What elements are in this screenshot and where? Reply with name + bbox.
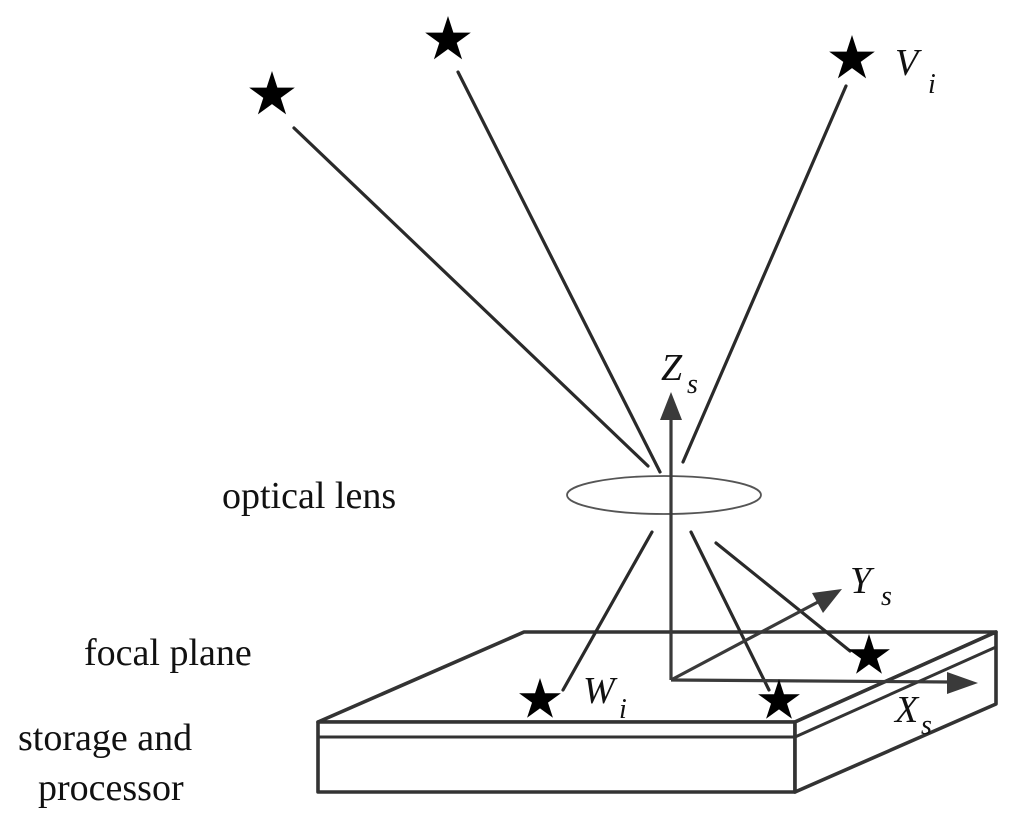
sensor-board bbox=[316, 630, 998, 794]
focal-plane-layer-line-side bbox=[794, 645, 997, 739]
z-s-subscript: s bbox=[687, 369, 698, 400]
y-s-subscript: s bbox=[881, 581, 892, 612]
celestial-stars bbox=[249, 16, 875, 115]
incoming-ray-1 bbox=[292, 126, 650, 468]
z-s-base: Z bbox=[661, 347, 683, 389]
x-axis-arrowhead bbox=[947, 672, 978, 694]
star-icon bbox=[829, 35, 875, 79]
x-s-base: X bbox=[893, 689, 920, 731]
w-i-base: W bbox=[583, 670, 618, 712]
optical-lens-label: optical lens bbox=[222, 475, 396, 517]
star-icon bbox=[425, 16, 471, 60]
x-s-label: X s bbox=[893, 689, 932, 741]
z-s-label: Z s bbox=[661, 347, 698, 400]
board-front-face bbox=[316, 720, 797, 794]
optical-lens bbox=[566, 475, 762, 515]
x-axis bbox=[670, 678, 951, 684]
incoming-ray-2 bbox=[456, 70, 662, 474]
image-stars bbox=[519, 634, 890, 719]
y-s-base: Y bbox=[850, 560, 875, 602]
outgoing-ray-3 bbox=[714, 541, 852, 653]
y-s-label: Y s bbox=[850, 560, 892, 612]
x-s-subscript: s bbox=[921, 710, 932, 741]
y-axis bbox=[670, 600, 819, 682]
outgoing-rays bbox=[561, 530, 852, 692]
storage-label-line1: storage and bbox=[18, 717, 192, 759]
focal-plane-label: focal plane bbox=[84, 632, 252, 674]
w-i-label: W i bbox=[583, 670, 627, 725]
star-icon bbox=[519, 678, 561, 718]
storage-label-line2: processor bbox=[38, 767, 184, 809]
star-icon bbox=[249, 71, 295, 115]
v-i-subscript: i bbox=[928, 69, 936, 100]
sensor-axes bbox=[660, 392, 978, 694]
star-icon bbox=[848, 634, 890, 674]
board-side-face bbox=[793, 630, 998, 794]
incoming-ray-3 bbox=[681, 84, 848, 464]
outgoing-ray-2 bbox=[689, 530, 771, 692]
w-i-subscript: i bbox=[619, 694, 627, 725]
incoming-rays bbox=[292, 70, 848, 474]
star-icon bbox=[758, 679, 800, 719]
outgoing-ray-1 bbox=[561, 530, 654, 692]
y-axis-arrowhead bbox=[812, 589, 842, 613]
v-i-label: V i bbox=[895, 42, 936, 100]
v-i-base: V bbox=[895, 42, 922, 84]
z-axis-arrowhead bbox=[660, 392, 682, 420]
